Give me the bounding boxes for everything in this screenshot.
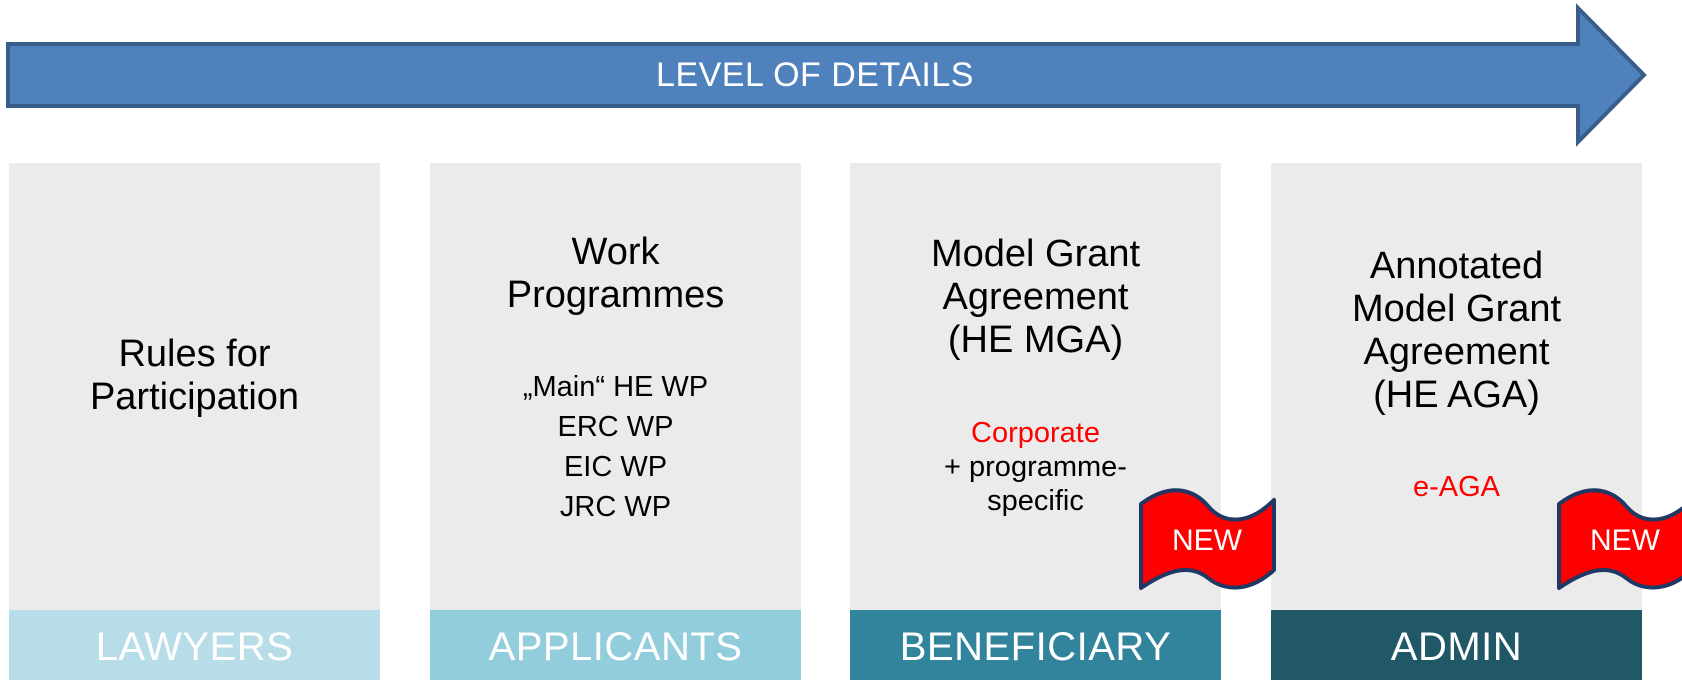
title-line: Model Grant (1351, 288, 1562, 330)
wave-flag-icon (1557, 488, 1682, 590)
list-item: ERC WP (557, 411, 674, 443)
footer-lawyers: LAWYERS (9, 610, 380, 680)
footer-admin: ADMIN (1271, 610, 1642, 680)
wave-flag-icon (1139, 488, 1276, 590)
title-line: (HE AGA) (1373, 374, 1540, 416)
title-line: Work (571, 231, 660, 273)
note-line: + programme- (944, 451, 1127, 483)
title-line: Participation (89, 376, 300, 418)
list-item: „Main“ HE WP (522, 371, 709, 403)
list-item: EIC WP (563, 451, 668, 483)
new-badge: NEW (1138, 486, 1276, 596)
column-admin: Annotated Model Grant Agreement (HE AGA)… (1271, 163, 1642, 680)
new-badge: NEW (1556, 486, 1682, 596)
column-applicants: Work Programmes „Main“ HE WP ERC WP EIC … (430, 163, 801, 680)
work-programme-list: „Main“ HE WP ERC WP EIC WP JRC WP (430, 367, 801, 527)
column-title: Rules for Participation (9, 333, 380, 419)
mga-note: Corporate + programme- specific (850, 416, 1221, 518)
list-item: JRC WP (559, 491, 672, 523)
aga-note: e-AGA (1412, 471, 1501, 503)
footer-applicants: APPLICANTS (430, 610, 801, 680)
footer-beneficiary: BENEFICIARY (850, 610, 1221, 680)
title-line: Programmes (506, 274, 725, 316)
title-line: (HE MGA) (947, 319, 1124, 361)
column-beneficiary: Model Grant Agreement (HE MGA) Corporate… (850, 163, 1221, 680)
note-highlight: Corporate (971, 417, 1100, 449)
column-title: Work Programmes (430, 231, 801, 317)
column-lawyers: Rules for Participation LAWYERS (9, 163, 380, 680)
column-title: Model Grant Agreement (HE MGA) (850, 233, 1221, 362)
title-line: Model Grant (930, 233, 1141, 275)
level-of-details-arrow: LEVEL OF DETAILS (0, 0, 1682, 150)
title-line: Annotated (1369, 245, 1544, 287)
note-line: specific (987, 485, 1084, 517)
column-title: Annotated Model Grant Agreement (HE AGA) (1271, 245, 1642, 417)
new-badge-label: NEW (1172, 524, 1242, 557)
arrow-shape (6, 3, 1647, 147)
title-line: Agreement (1363, 331, 1550, 373)
title-line: Rules for (118, 333, 271, 375)
arrow-label: LEVEL OF DETAILS (656, 56, 974, 94)
new-badge-label: NEW (1590, 524, 1660, 557)
title-line: Agreement (942, 276, 1129, 318)
